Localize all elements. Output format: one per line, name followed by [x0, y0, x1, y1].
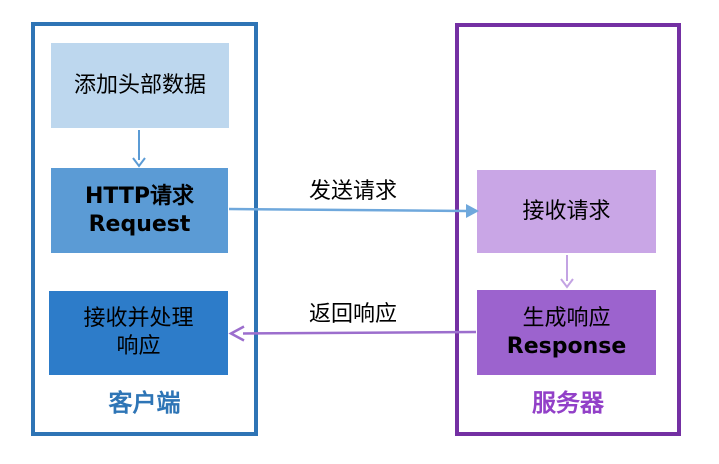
add-header-box: 添加头部数据	[51, 43, 229, 128]
generate-response-line1: 生成响应	[522, 305, 611, 331]
client-label: 客户端	[108, 389, 181, 417]
http-request-box: HTTP请求 Request	[51, 168, 228, 253]
return-response-label: 返回响应	[308, 302, 397, 327]
receive-request-box: 接收请求	[477, 170, 656, 253]
receive-process-box: 接收并处理 响应	[49, 291, 228, 375]
receive-process-line2: 响应	[116, 334, 161, 359]
http-request-line1: HTTP请求	[84, 183, 195, 209]
client-container: 添加头部数据 HTTP请求 Request 接收并处理 响应 客户端	[31, 22, 258, 436]
generate-response-box: 生成响应 Response	[477, 290, 656, 375]
server-container: 接收请求 生成响应 Response 服务器	[455, 23, 681, 436]
add-header-label: 添加头部数据	[73, 72, 206, 98]
send-request-arrow	[228, 204, 479, 218]
http-request-line2: Request	[88, 211, 191, 237]
return-response-arrow	[228, 325, 477, 342]
send-request-label: 发送请求	[308, 179, 397, 204]
receive-request-label: 接收请求	[522, 198, 611, 224]
generate-response-line2: Response	[506, 333, 627, 359]
receive-process-line1: 接收并处理	[83, 306, 194, 331]
server-label: 服务器	[532, 389, 604, 417]
